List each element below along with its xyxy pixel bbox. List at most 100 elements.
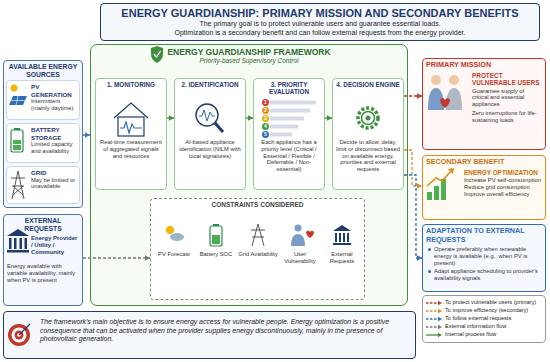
process-step: 1. MONITORING Real-time measurement of ag… bbox=[95, 78, 167, 190]
legend-text: To follow external requests bbox=[445, 315, 511, 322]
node-text: Decide to allow, delay, limit or disconn… bbox=[336, 139, 400, 173]
node-text: May be limited or unavailable bbox=[31, 177, 77, 191]
note-box: The framework's main objective is to ens… bbox=[3, 311, 416, 359]
callout-number: 4 bbox=[262, 123, 269, 130]
node-text: Guarantee supply of critical and essenti… bbox=[472, 88, 542, 108]
arrowhead bbox=[169, 115, 174, 121]
legend-line bbox=[426, 310, 439, 311]
legend-line bbox=[426, 334, 439, 335]
magnifier-icon bbox=[196, 104, 223, 132]
flow-arrow bbox=[325, 115, 332, 121]
connector-line bbox=[246, 117, 253, 118]
decision-gear-icon bbox=[358, 108, 378, 128]
node-text: BATTERY STORAGE bbox=[31, 126, 77, 141]
node-text: Optimization is a secondary benefit and … bbox=[107, 29, 533, 38]
source-box: PV GENERATIONIntermittent (mainly daytim… bbox=[6, 80, 80, 120]
external-panel: EXTERNAL REQUESTS Energy Provider / Utili… bbox=[3, 214, 83, 306]
target-icon bbox=[8, 324, 30, 346]
priority-bars bbox=[270, 101, 316, 137]
arrowhead bbox=[85, 132, 90, 138]
pv-forecast-icon bbox=[166, 226, 184, 241]
node-text: SECONDARY BENEFIT bbox=[426, 158, 542, 167]
node-text: Zero interruptions for life-sustaining l… bbox=[472, 110, 542, 124]
node-text: 3. PRIORITY EVALUATION bbox=[257, 81, 321, 95]
node-text: 4. DECISION ENGINE bbox=[336, 81, 400, 88]
node-text: Reduce grid consumption bbox=[464, 184, 542, 191]
header-box: ENERGY GUARDIANSHIP: PRIMARY MISSION AND… bbox=[100, 3, 540, 41]
connector-line bbox=[404, 175, 422, 258]
sources-panel: AVAILABLE ENERGY SOURCESPV GENERATIONInt… bbox=[3, 60, 83, 208]
primary-mission-box: PRIMARY MISSION PROTECT VULNERABLE USERSG… bbox=[422, 58, 546, 150]
legend-arrowhead bbox=[438, 325, 442, 329]
node-text: Energy Provider / Utility / Community bbox=[31, 235, 79, 263]
process-step: 3. PRIORITY EVALUATION Each appliance has… bbox=[253, 78, 325, 190]
arrowhead bbox=[417, 93, 422, 99]
node-text: Operate preferably when renewable energy… bbox=[426, 246, 542, 266]
node-text: Real-time measurement of aggregated sign… bbox=[99, 139, 163, 159]
node-text: Each appliance has a priority level (Cri… bbox=[257, 139, 321, 173]
flow-arrow bbox=[167, 115, 174, 121]
pv-icon bbox=[9, 85, 27, 106]
arrowhead bbox=[417, 255, 422, 261]
legend-arrowhead bbox=[438, 309, 442, 313]
legend-line bbox=[426, 302, 439, 303]
connector-line bbox=[83, 257, 150, 258]
battery-icon bbox=[11, 128, 23, 152]
vulnerable-people-icon bbox=[428, 75, 462, 110]
node-text: ENERGY OPTIMIZATION bbox=[464, 169, 542, 177]
constraints-box: CONSTRAINTS CONSIDERED PV ForecastBattery… bbox=[150, 198, 365, 300]
flow-arrow bbox=[404, 175, 422, 261]
external-request-icon bbox=[333, 225, 351, 245]
legend-text: External information flow bbox=[445, 323, 506, 330]
source-box: GRIDMay be limited or unavailable bbox=[6, 166, 80, 204]
battery-soc-icon bbox=[210, 224, 222, 246]
legend-sample bbox=[426, 324, 442, 330]
node-text: PROTECT VULNERABLE USERS bbox=[472, 72, 542, 87]
source-box: BATTERY STORAGELimited capacity and avai… bbox=[6, 123, 80, 163]
node-text: Increase PV self-consumption bbox=[464, 177, 542, 184]
diagram-title: ENERGY GUARDIANSHIP: PRIMARY MISSION AND… bbox=[107, 7, 533, 20]
constraint-label: PV Forecast bbox=[154, 251, 194, 258]
legend-item: External information flow bbox=[426, 323, 542, 330]
legend-arrowhead bbox=[438, 301, 442, 305]
node-text: 1. MONITORING bbox=[99, 81, 163, 88]
adaptation-box: ADAPTATION TO EXTERNAL REQUESTS Operate p… bbox=[422, 224, 546, 292]
process-step: 2. IDENTIFICATION AI-based appliance iden… bbox=[174, 78, 246, 190]
node-text: CONSTRAINTS CONSIDERED bbox=[154, 201, 361, 209]
flow-arrow bbox=[404, 150, 422, 189]
legend-item: To follow external requests bbox=[426, 315, 542, 322]
legend-item: To protect vulnerable users (primary) bbox=[426, 299, 542, 306]
grid-availability-icon bbox=[251, 224, 265, 246]
bank-icon bbox=[7, 229, 29, 253]
legend-text: To improve efficiency (secondary) bbox=[445, 307, 528, 314]
node-text: PRIMARY MISSION bbox=[426, 61, 542, 70]
node-text: AI-based appliance identification (NILM … bbox=[178, 139, 242, 159]
node-text: Improve overall efficiency bbox=[464, 191, 542, 198]
node-text: ENERGY GUARDIANSHIP FRAMEWORK bbox=[94, 47, 404, 57]
legend-arrowhead bbox=[438, 317, 442, 321]
connector-line bbox=[404, 150, 422, 186]
shield-icon bbox=[151, 46, 163, 63]
house-monitor-icon bbox=[114, 103, 148, 136]
growth-chart-icon bbox=[427, 168, 454, 200]
constraint-label: External Requests bbox=[322, 251, 362, 265]
flow-arrow bbox=[404, 93, 422, 99]
callout-number: 5 bbox=[262, 131, 269, 138]
node-text: ADAPTATION TO EXTERNAL REQUESTS bbox=[426, 227, 542, 244]
node-text: 2. IDENTIFICATION bbox=[178, 81, 242, 88]
node-text: AVAILABLE ENERGY SOURCES bbox=[7, 63, 79, 79]
legend-item: To improve efficiency (secondary) bbox=[426, 307, 542, 314]
node-text: The primary goal is to protect vulnerabl… bbox=[107, 20, 533, 29]
flow-arrow bbox=[83, 132, 90, 138]
node-text: GRID bbox=[31, 169, 77, 177]
legend-box: To protect vulnerable users (primary)To … bbox=[422, 295, 546, 343]
callout-number: 2 bbox=[262, 107, 269, 114]
legend-sample bbox=[426, 332, 442, 338]
node-text: Intermittent (mainly daytime) bbox=[31, 98, 77, 112]
arrowhead bbox=[145, 255, 150, 261]
constraint-label: Battery SOC bbox=[196, 251, 236, 258]
node-text: Limited capacity and availability bbox=[31, 141, 77, 155]
callout-number: 1 bbox=[262, 99, 269, 106]
node-text: EXTERNAL REQUESTS bbox=[7, 217, 79, 233]
node-text: Priority-based Supervisory Control bbox=[94, 57, 404, 65]
